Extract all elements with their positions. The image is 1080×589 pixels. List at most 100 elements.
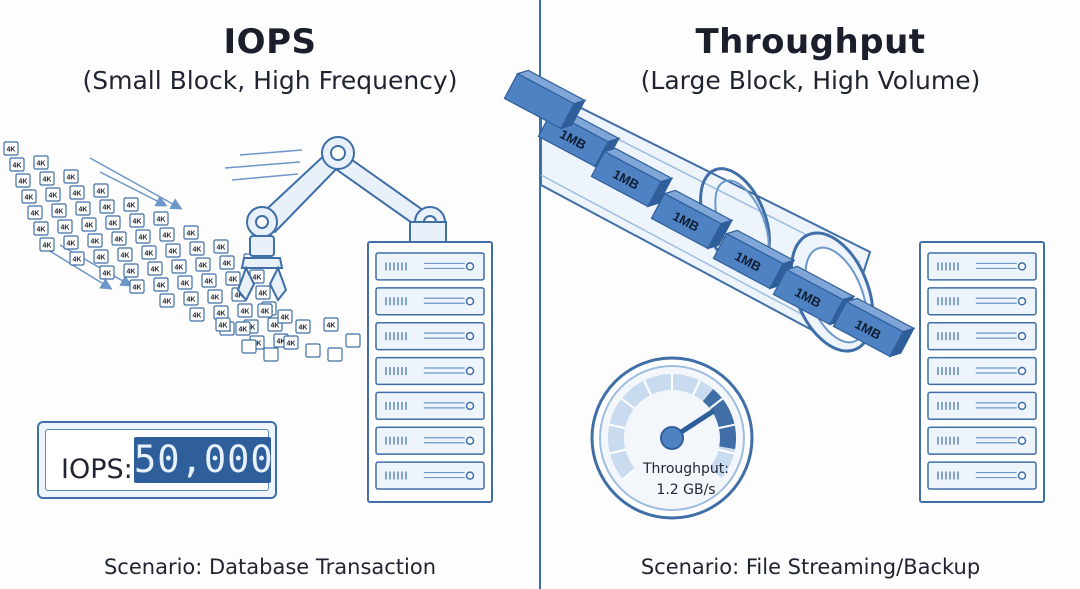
small-block: 4K	[129, 213, 145, 228]
small-block-label: 4K	[229, 277, 238, 284]
small-block-label: 4K	[67, 241, 76, 248]
server-unit	[927, 461, 1037, 490]
small-block: 4K	[237, 303, 253, 318]
small-block-label: 4K	[271, 323, 280, 330]
small-block: 4K	[93, 183, 109, 198]
small-block-label: 4K	[37, 161, 46, 168]
small-block: 4K	[295, 319, 311, 334]
throughput-panel: Throughput (Large Block, High Volume) Sc…	[541, 0, 1080, 589]
small-block-label: 4K	[115, 237, 124, 244]
iops-scenario-caption: Scenario: Database Transaction	[103, 555, 437, 579]
server-unit	[927, 426, 1037, 455]
small-block: 4K	[165, 243, 181, 258]
iops-counter-value: 50,000	[134, 437, 274, 483]
small-block: 4K	[27, 205, 43, 220]
large-block: 1MB	[832, 297, 916, 358]
small-block: 4K	[141, 245, 157, 260]
small-block-label: 4K	[97, 255, 106, 262]
small-block: 4K	[213, 305, 229, 320]
small-block: 4K	[255, 285, 271, 300]
small-block: 4K	[183, 225, 199, 240]
small-block: 4K	[153, 211, 169, 226]
small-block-label: 4K	[217, 245, 226, 252]
small-block: 4K	[21, 189, 37, 204]
gauge-value: 1.2 GB/s	[656, 482, 716, 498]
small-block: 4K	[99, 199, 115, 214]
small-block-label: 4K	[217, 311, 226, 318]
small-block-label: 4K	[241, 309, 250, 316]
small-block: 4K	[277, 309, 293, 324]
small-block: 4K	[9, 157, 25, 172]
small-block-label: 4K	[277, 339, 286, 346]
small-block-label: 4K	[49, 193, 58, 200]
small-block-label: 4K	[205, 279, 214, 286]
small-block-label: 4K	[157, 283, 166, 290]
small-block: 4K	[323, 317, 339, 332]
small-block-label: 4K	[85, 223, 94, 230]
small-block-label: 4K	[253, 275, 262, 282]
small-block-label: 4K	[103, 271, 112, 278]
small-block: 4K	[105, 215, 121, 230]
throughput-subtitle: (Large Block, High Volume)	[640, 66, 981, 95]
small-block-label: 4K	[103, 205, 112, 212]
small-block-label: 4K	[287, 341, 296, 348]
small-block-label: 4K	[43, 177, 52, 184]
server-unit	[375, 321, 485, 351]
small-block: 4K	[87, 233, 103, 248]
small-block: 4K	[111, 231, 127, 246]
small-block: 4K	[33, 221, 49, 236]
small-block: 4K	[147, 261, 163, 276]
large-block	[503, 69, 587, 130]
small-block-label: 4K	[139, 235, 148, 242]
small-block-label: 4K	[199, 263, 208, 270]
small-block: 4K	[235, 321, 251, 336]
small-block-label: 4K	[175, 265, 184, 272]
small-block: 4K	[39, 237, 55, 252]
small-block: 4K	[171, 259, 187, 274]
small-block: 4K	[117, 247, 133, 262]
small-block: 4K	[75, 201, 91, 216]
small-block-label: 4K	[281, 315, 290, 322]
small-block: 4K	[15, 173, 31, 188]
server-unit	[375, 461, 485, 490]
small-block: 4K	[189, 307, 205, 322]
small-block: 4K	[283, 335, 299, 350]
small-block-label: 4K	[37, 227, 46, 234]
small-block	[241, 339, 257, 354]
iops-counter-label: IOPS:	[61, 454, 133, 485]
small-block: 4K	[39, 171, 55, 186]
small-block-label: 4K	[187, 231, 196, 238]
large-block: 1MB	[650, 189, 734, 250]
iops-title: IOPS	[223, 22, 317, 62]
server-unit	[927, 287, 1037, 316]
small-block: 4K	[219, 255, 235, 270]
small-block: 4K	[183, 291, 199, 306]
small-block-label: 4K	[169, 249, 178, 256]
left-server-rack-icon	[367, 241, 493, 503]
small-block: 4K	[207, 289, 223, 304]
small-block: 4K	[63, 169, 79, 184]
small-block-label: 4K	[109, 221, 118, 228]
small-block-label: 4K	[223, 261, 232, 268]
small-block-label: 4K	[73, 191, 82, 198]
server-unit	[927, 321, 1037, 351]
small-block: 4K	[129, 279, 145, 294]
server-unit	[375, 287, 485, 316]
small-block-label: 4K	[67, 175, 76, 182]
small-block: 4K	[215, 317, 231, 332]
small-block-label: 4K	[157, 217, 166, 224]
small-block: 4K	[99, 265, 115, 280]
small-block-label: 4K	[327, 323, 336, 330]
throughput-scenario-caption: Scenario: File Streaming/Backup	[640, 555, 981, 579]
small-block: 4K	[195, 257, 211, 272]
small-block-label: 4K	[133, 285, 142, 292]
small-block-label: 4K	[239, 327, 248, 334]
small-block: 4K	[159, 293, 175, 308]
small-block-label: 4K	[97, 189, 106, 196]
small-block-label: 4K	[55, 209, 64, 216]
small-block-label: 4K	[7, 147, 16, 154]
throughput-gauge-icon	[590, 356, 754, 520]
small-block-label: 4K	[31, 211, 40, 218]
